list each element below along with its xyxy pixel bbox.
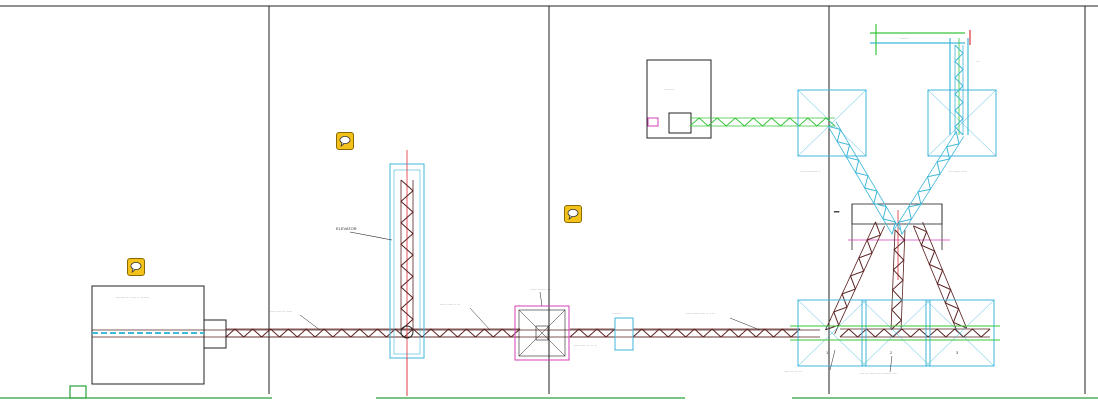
- silo-diagonal: [861, 299, 931, 367]
- bin-number: 3: [956, 350, 959, 355]
- speech-bubble-icon: [567, 209, 579, 220]
- middle-gantry: ......: [834, 203, 950, 280]
- right-elevator-truss: [954, 44, 964, 136]
- truss-lacing: [954, 44, 964, 136]
- sheet-frame: [0, 5, 1098, 394]
- truss-chord: [890, 229, 896, 330]
- leader-line: [539, 291, 543, 307]
- silo-top-right: [927, 89, 997, 157]
- bin-diagonal: [518, 309, 566, 357]
- speech-bubble-icon: [339, 136, 351, 147]
- truss-chord: [901, 136, 965, 235]
- silo-top-left: [797, 89, 867, 157]
- silo-bottom-2: [861, 299, 931, 367]
- truss-lacing: [225, 328, 521, 338]
- top-silos: [797, 89, 997, 157]
- comment-marker[interactable]: [564, 205, 582, 223]
- truss-chord: [913, 225, 958, 333]
- comment-marker[interactable]: [127, 258, 145, 276]
- bin-number: 1: [826, 350, 829, 355]
- conveyor-label: ...... .... ... ......: [270, 309, 292, 313]
- transfer-bin: ....... ........ .... ...... ...... ... …: [514, 287, 597, 361]
- ground-lines: [0, 385, 1098, 399]
- speech-bubble-icon: [130, 262, 142, 273]
- silo-diagonal: [797, 299, 867, 367]
- gantry-box: [851, 203, 943, 225]
- truss-chord: [834, 225, 885, 335]
- top-conveyor-truss: [689, 117, 836, 127]
- silo-bottom-1: [797, 299, 867, 367]
- hopper-body: [91, 285, 205, 385]
- elevator-boot: [400, 325, 414, 339]
- drive-house-box: [646, 59, 712, 139]
- truss-chord: [900, 230, 906, 331]
- silo-label: ..... ....... ......: [948, 169, 967, 173]
- elevator-label: ELEVATOR: [336, 226, 357, 231]
- gantry-label: ......: [834, 209, 839, 213]
- truss-chord: [827, 126, 893, 235]
- transfer-bin-inner: [518, 309, 566, 357]
- leader-line: [469, 307, 491, 331]
- support-label: ..........: [612, 311, 621, 315]
- leader-line: [829, 349, 836, 371]
- transfer-bin-label: ....... ........ ....: [530, 287, 551, 291]
- bottom-note: ..... .... ............ ............ ...…: [860, 371, 897, 375]
- bottom-note: ...... .... ... ....: [784, 369, 802, 373]
- conveyor-label: ...... ....... .... .. .. ...: [686, 311, 715, 315]
- hopper-outlet: [203, 319, 227, 349]
- drive-house: ..........: [646, 59, 712, 139]
- truss-lacing: [839, 328, 991, 338]
- silo-diagonal: [925, 299, 995, 367]
- bucket-elevator: ELEVATOR: [336, 150, 425, 396]
- truss-chord: [893, 131, 957, 230]
- intermediate-support: ..........: [612, 311, 634, 351]
- comment-marker[interactable]: [336, 132, 354, 150]
- hopper: ........ ... ..... .. ........: [91, 285, 227, 385]
- truss-lacing: [898, 131, 960, 235]
- top-frame: .......... ....: [870, 24, 980, 135]
- ground-block: [69, 385, 87, 399]
- silo-label: ....... ........... ..: [800, 169, 821, 173]
- frame-note: ....: [976, 59, 980, 63]
- leader-line: [349, 231, 393, 241]
- motor: [647, 117, 659, 127]
- silo-diagonal: [927, 89, 997, 157]
- truss-chord: [922, 221, 967, 329]
- bottom-silos: [797, 299, 995, 367]
- drive-unit: [668, 112, 692, 134]
- bin-number: 2: [890, 350, 893, 355]
- truss-lacing: [913, 225, 967, 329]
- truss-chord: [825, 221, 876, 331]
- leader-line: [729, 317, 761, 331]
- hopper-label: ........ ... ..... .. ........: [116, 294, 149, 299]
- diagonal-conveyors: [825, 121, 967, 335]
- truss-lacing: [825, 221, 882, 331]
- drive-house-label: ..........: [664, 87, 674, 91]
- elevator-truss: [400, 179, 414, 331]
- note-label: ...... ...... ... .. ...: [574, 343, 597, 347]
- conveyor-label: ...... ...... .. ...: [440, 302, 460, 306]
- truss-lacing: [689, 117, 836, 127]
- bin-outlet: [535, 325, 549, 341]
- truss-chord: [835, 121, 901, 230]
- support-frame: [614, 317, 634, 351]
- frame-note: ..........: [900, 36, 909, 40]
- leader-line: [889, 355, 893, 373]
- leader-line: [299, 314, 321, 331]
- silo-diagonal: [797, 89, 867, 157]
- silo-bottom-3: [925, 299, 995, 367]
